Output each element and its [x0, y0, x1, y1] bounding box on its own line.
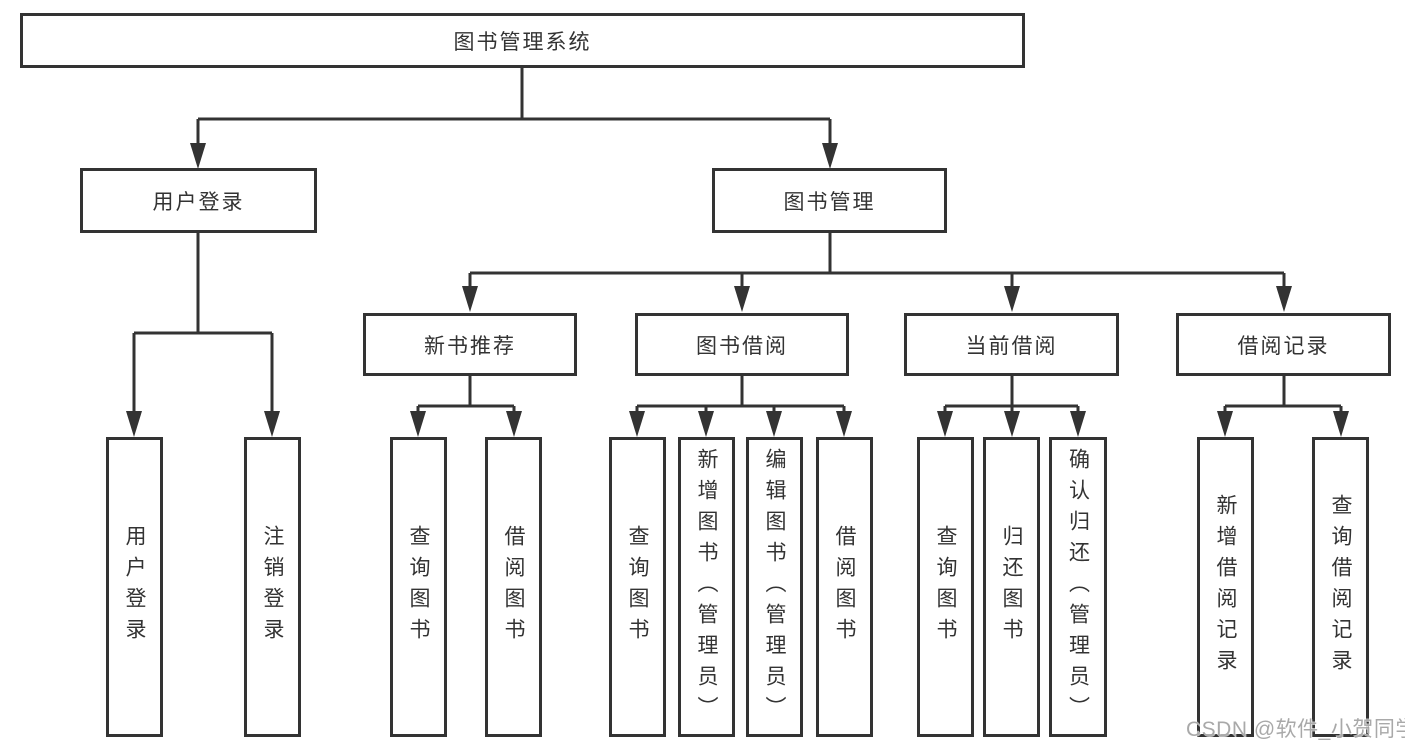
connector-new-book-recommend-to-leaves	[410, 376, 522, 437]
leaf-bb-add-books-admin: 新增图书（管理员）	[678, 437, 735, 737]
connector-borrowing-records-to-leaves	[1217, 376, 1349, 437]
connector-user-login-to-leaves	[126, 233, 280, 437]
leaf-nbr-query-books: 查询图书	[390, 437, 447, 737]
leaf-nbr-borrow-books: 借阅图书	[485, 437, 542, 737]
leaf-bb-query-books: 查询图书	[609, 437, 666, 737]
connector-book-borrowing-to-leaves	[629, 376, 852, 437]
leaf-br-add-record: 新增借阅记录	[1197, 437, 1254, 737]
node-root: 图书管理系统	[20, 13, 1025, 68]
node-book-management: 图书管理	[712, 168, 947, 233]
connector-current-borrowing-to-leaves	[937, 376, 1086, 437]
leaf-cb-return-books: 归还图书	[983, 437, 1040, 737]
node-borrowing-records: 借阅记录	[1176, 313, 1391, 376]
node-new-book-recommend: 新书推荐	[363, 313, 577, 376]
leaf-user-login: 用户登录	[106, 437, 163, 737]
watermark: CSDN @软件_小贺同学	[1186, 718, 1405, 741]
leaf-logout-login: 注销登录	[244, 437, 301, 737]
node-book-borrowing: 图书借阅	[635, 313, 849, 376]
connector-root-to-level2	[190, 68, 838, 169]
connector-book-management-to-level3	[462, 233, 1292, 312]
leaf-br-query-record: 查询借阅记录	[1312, 437, 1369, 737]
leaf-bb-borrow-books: 借阅图书	[816, 437, 873, 737]
leaf-cb-query-books: 查询图书	[917, 437, 974, 737]
leaf-cb-confirm-return-admin: 确认归还（管理员）	[1049, 437, 1107, 737]
leaf-bb-edit-books-admin: 编辑图书（管理员）	[746, 437, 803, 737]
node-user-login: 用户登录	[80, 168, 317, 233]
node-current-borrowing: 当前借阅	[904, 313, 1119, 376]
